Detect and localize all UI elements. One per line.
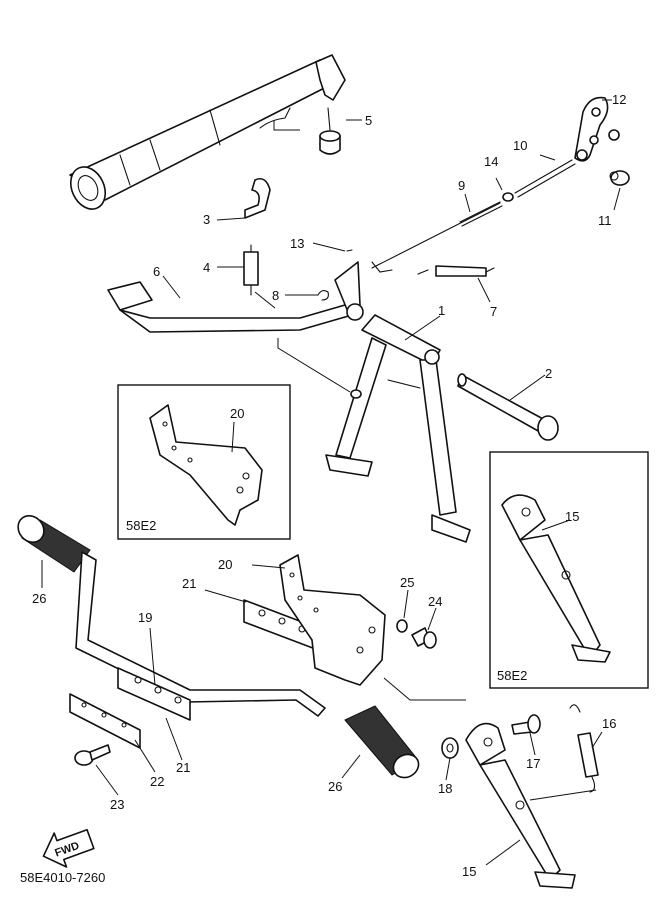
callout-12: 12 — [612, 92, 626, 107]
part-20-bracket-inset — [149, 404, 263, 526]
part-7-spring — [417, 265, 495, 277]
part-12-bracket — [574, 96, 620, 162]
callout-21-upper: 21 — [182, 576, 196, 591]
part-9-rod — [371, 201, 503, 273]
fwd-arrow-icon: FWD — [42, 828, 95, 868]
part-14-washer — [502, 192, 514, 202]
connection-lines — [254, 120, 597, 801]
callout-21-lower: 21 — [176, 760, 190, 775]
callout-4: 4 — [203, 260, 210, 275]
part-21-plate-lower — [117, 667, 191, 721]
callout-20: 20 — [218, 557, 232, 572]
callout-24: 24 — [428, 594, 442, 609]
part-3-bracket — [244, 177, 271, 219]
part-17-bolt — [511, 714, 541, 735]
part-26-footrest-rubber-left — [17, 514, 91, 573]
callout-19: 19 — [138, 610, 152, 625]
callout-10: 10 — [513, 138, 527, 153]
part-8-clip — [317, 289, 329, 301]
callout-3: 3 — [203, 212, 210, 227]
callout-5: 5 — [365, 113, 372, 128]
callout-9: 9 — [458, 178, 465, 193]
part-13-pin — [346, 249, 353, 252]
callout-23: 23 — [110, 797, 124, 812]
callout-15: 15 — [462, 864, 476, 879]
part-16-spring — [569, 704, 599, 793]
callout-13: 13 — [290, 236, 304, 251]
part-24-bolt — [411, 627, 437, 649]
part-15-side-stand — [465, 722, 576, 889]
muffler-frame-drawing — [69, 54, 346, 210]
inset-left-frame — [117, 384, 291, 540]
part-22-plate — [69, 693, 141, 749]
part-2-pivot-shaft — [457, 373, 559, 441]
part-26-footrest-rubber-right — [344, 705, 420, 779]
callout-26-left: 26 — [32, 591, 46, 606]
callout-labels: 1 2 3 4 5 6 7 8 9 10 11 12 13 14 15 15 1… — [32, 92, 626, 879]
callout-7: 7 — [490, 304, 497, 319]
callout-8: 8 — [272, 288, 279, 303]
callout-26-right: 26 — [328, 779, 342, 794]
inset-right-code: 58E2 — [497, 668, 527, 683]
part-10-spring — [514, 159, 576, 198]
callout-14: 14 — [484, 154, 498, 169]
part-23-bolt — [74, 744, 111, 766]
callout-17: 17 — [526, 756, 540, 771]
callout-16: 16 — [602, 716, 616, 731]
part-1-main-stand — [325, 314, 471, 543]
part-4-spring — [243, 244, 259, 296]
callout-25: 25 — [400, 575, 414, 590]
drawing-code: 58E4010-7260 — [20, 870, 105, 885]
callout-leaders — [41, 99, 621, 866]
part-25-washer — [396, 619, 408, 633]
callout-15-inset: 15 — [565, 509, 579, 524]
callout-6: 6 — [153, 264, 160, 279]
part-15-side-stand-inset — [501, 494, 611, 663]
inset-right-frame — [489, 451, 649, 689]
inset-left-code: 58E2 — [126, 518, 156, 533]
callout-2: 2 — [545, 366, 552, 381]
callout-18: 18 — [438, 781, 452, 796]
part-18-nut — [441, 737, 459, 759]
callout-20-inset: 20 — [230, 406, 244, 421]
callout-11: 11 — [598, 213, 612, 228]
part-6-brake-pedal — [107, 261, 364, 333]
callout-22: 22 — [150, 774, 164, 789]
callout-1: 1 — [438, 303, 445, 318]
part-5-rubber-bush — [319, 107, 341, 155]
part-11-collar — [609, 170, 630, 186]
part-20-footrest-bracket — [279, 554, 386, 686]
